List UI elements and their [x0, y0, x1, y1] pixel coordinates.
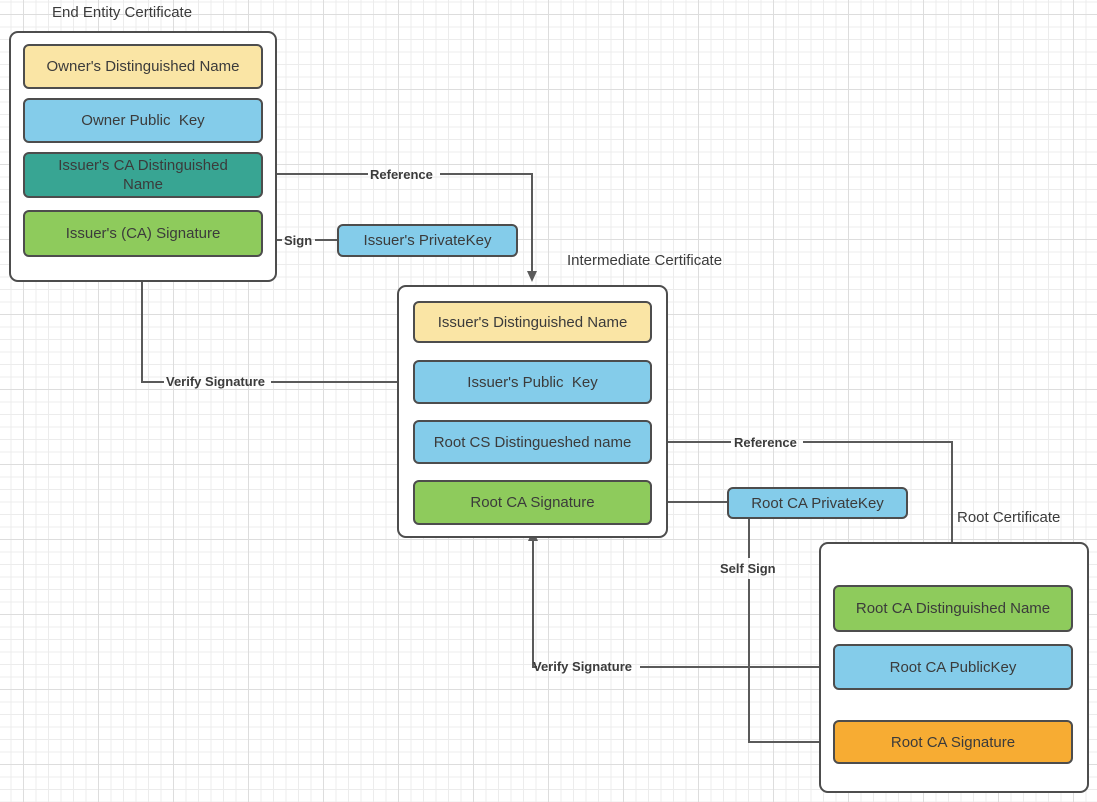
root-ca-publickey-box: Root CA PublicKey [833, 644, 1073, 690]
root-ca-privatekey-box: Root CA PrivateKey [727, 487, 908, 519]
issuers-distinguished-name-box: Issuer's Distinguished Name [413, 301, 652, 343]
edge-label-self-sign: Self Sign [720, 561, 776, 576]
edge-label-verify-signature-1: Verify Signature [166, 374, 265, 389]
intermediate-certificate-title: Intermediate Certificate [567, 252, 723, 269]
root-cs-distingueshed-name-box: Root CS Distingueshed name [413, 420, 652, 464]
root-ca-signature-intermediate-box: Root CA Signature [413, 480, 652, 525]
root-ca-signature-root-box: Root CA Signature [833, 720, 1073, 764]
edge-label-sign: Sign [284, 233, 313, 248]
issuers-ca-signature-box: Issuer's (CA) Signature [23, 210, 263, 257]
owners-distinguished-name-box: Owner's Distinguished Name [23, 44, 263, 89]
edge-label-reference-1: Reference [370, 167, 433, 182]
end-entity-certificate-title: End Entity Certificate [52, 4, 193, 21]
owner-public-key-box: Owner Public Key [23, 98, 263, 143]
root-ca-distinguished-name-box: Root CA Distinguished Name [833, 585, 1073, 632]
edge-verify-signature-2-line [528, 530, 833, 668]
edge-label-verify-signature-2: Verify Signature [533, 659, 632, 674]
root-certificate-title: Root Certificate [957, 509, 1061, 526]
issuers-ca-distinguished-name-box: Issuer's CA Distinguished Name [23, 152, 263, 198]
issuers-privatekey-box: Issuer's PrivateKey [337, 224, 518, 257]
edge-label-reference-2: Reference [734, 435, 797, 450]
issuers-public-key-box: Issuer's Public Key [413, 360, 652, 404]
